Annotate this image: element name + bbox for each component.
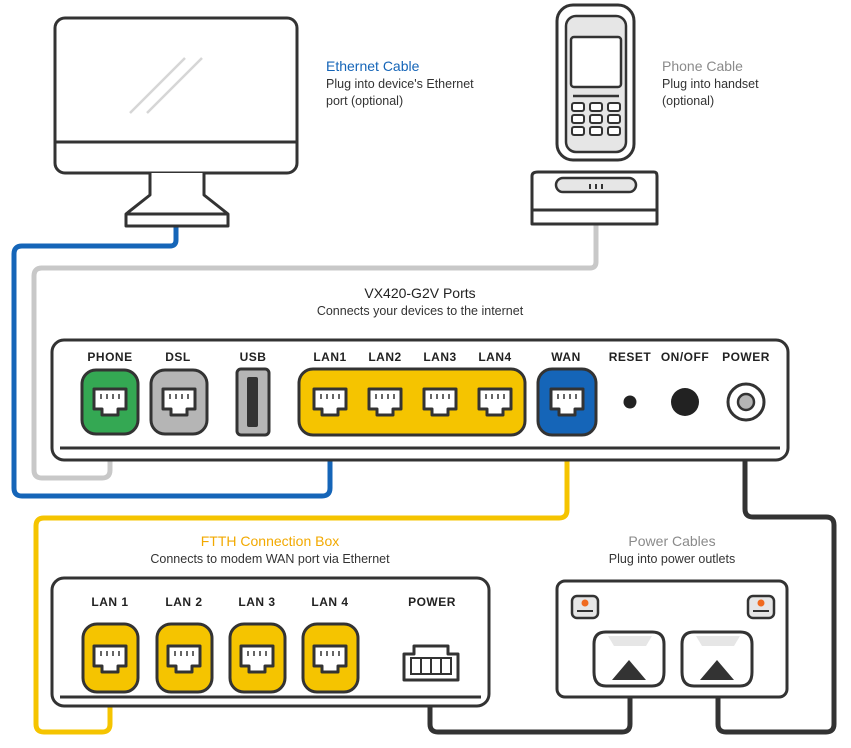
router-label-reset: RESET xyxy=(609,350,652,364)
router-power-cable xyxy=(715,400,837,735)
phone-callout-line1: Plug into handset xyxy=(662,77,759,91)
ftth-callout-title: FTTH Connection Box xyxy=(200,533,340,549)
power-callout-subtitle: Plug into power outlets xyxy=(608,552,736,566)
outlet-led-right xyxy=(757,599,765,607)
ftth-cable xyxy=(33,397,570,735)
ethernet-callout: Ethernet Cable Plug into device's Ethern… xyxy=(326,58,526,110)
router-reset-button xyxy=(623,395,637,409)
power-socket-left xyxy=(592,630,666,688)
router-label-lan3: LAN3 xyxy=(423,350,456,364)
power-callout-title: Power Cables xyxy=(628,533,716,549)
router-label-lan4: LAN4 xyxy=(478,350,511,364)
ftth-callout-subtitle: Connects to modem WAN port via Ethernet xyxy=(150,552,390,566)
router-label-usb: USB xyxy=(240,350,267,364)
computer-monitor-icon xyxy=(53,16,299,228)
router-onoff-button xyxy=(671,388,699,416)
ethernet-callout-title: Ethernet Cable xyxy=(326,58,420,74)
router-callout-subtitle: Connects your devices to the internet xyxy=(316,304,524,318)
router-label-phone: PHONE xyxy=(87,350,132,364)
ethernet-callout-line1: Plug into device's Ethernet xyxy=(326,77,474,91)
ftth-callout: FTTH Connection Box Connects to modem WA… xyxy=(120,533,420,568)
ftth-label-lan1: LAN 1 xyxy=(91,595,128,609)
ftth-power-connector xyxy=(402,644,460,682)
power-outlet-icon xyxy=(555,579,789,699)
ftth-box-device: LAN 1 LAN 2 LAN 3 LAN 4 POWER xyxy=(50,576,491,708)
router-label-onoff: ON/OFF xyxy=(661,350,709,364)
router-power-jack xyxy=(726,382,766,422)
router-lan-group xyxy=(297,367,527,437)
ftth-power-cable xyxy=(427,662,633,735)
phone-callout-title: Phone Cable xyxy=(662,58,743,74)
outlet-led-left xyxy=(581,599,589,607)
ethernet-cable xyxy=(11,222,333,499)
router-usb-port xyxy=(235,367,271,437)
router-device: PHONE DSL USB LAN1 LAN2 LAN3 LAN4 WAN RE… xyxy=(50,338,790,462)
phone-cable xyxy=(31,222,599,481)
phone-callout: Phone Cable Plug into handset (optional) xyxy=(662,58,842,110)
router-label-dsl: DSL xyxy=(165,350,191,364)
ftth-label-lan4: LAN 4 xyxy=(311,595,348,609)
router-label-power: POWER xyxy=(722,350,770,364)
ftth-label-power: POWER xyxy=(408,595,456,609)
router-callout: VX420-G2V Ports Connects your devices to… xyxy=(270,285,570,320)
router-label-lan2: LAN2 xyxy=(368,350,401,364)
power-callout: Power Cables Plug into power outlets xyxy=(572,533,772,568)
router-label-lan1: LAN1 xyxy=(313,350,346,364)
router-label-wan: WAN xyxy=(551,350,581,364)
phone-callout-line2: (optional) xyxy=(662,94,715,108)
cordless-phone-icon xyxy=(530,3,659,226)
ftth-label-lan2: LAN 2 xyxy=(165,595,202,609)
ftth-label-lan3: LAN 3 xyxy=(238,595,275,609)
ethernet-callout-line2: port (optional) xyxy=(326,94,404,108)
power-socket-right xyxy=(680,630,754,688)
router-callout-title: VX420-G2V Ports xyxy=(364,285,476,301)
